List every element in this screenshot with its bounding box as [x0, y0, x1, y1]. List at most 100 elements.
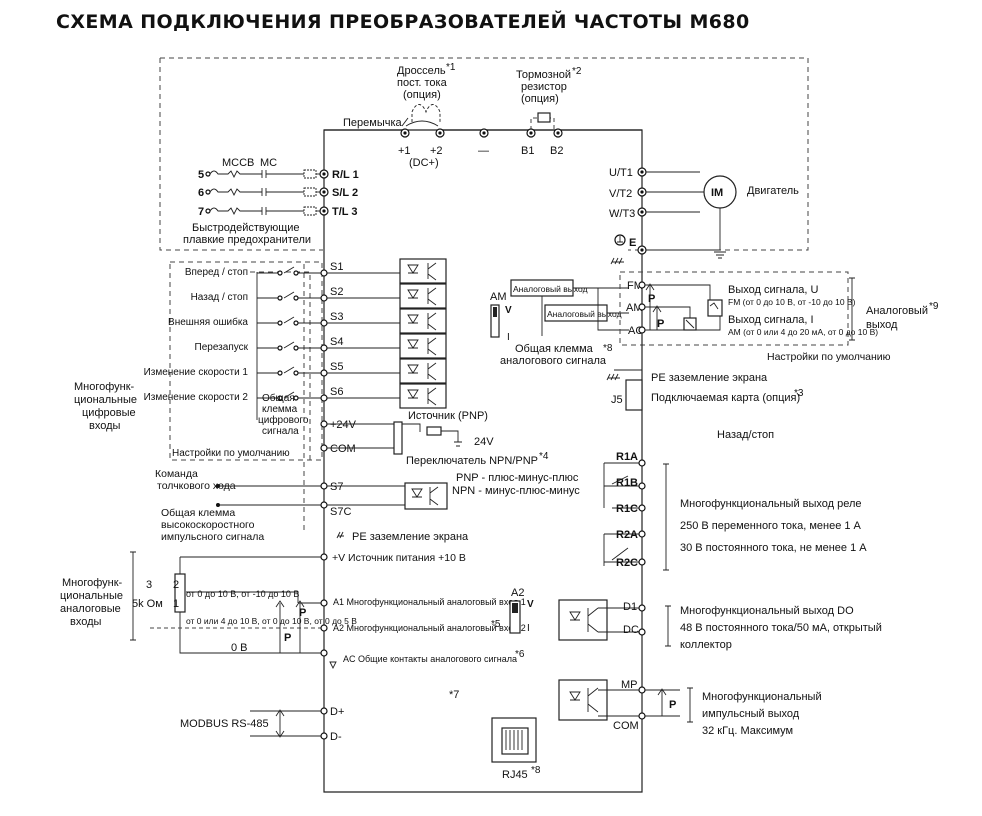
svg-text:P: P — [299, 607, 306, 619]
svg-text:0 В: 0 В — [231, 642, 248, 654]
digital-input-label: Изменение скорости 2 — [144, 392, 249, 403]
svg-text:24V: 24V — [474, 436, 494, 448]
svg-text:J5: J5 — [611, 394, 623, 406]
svg-text:коллектор: коллектор — [680, 639, 732, 651]
svg-text:*8: *8 — [531, 765, 541, 776]
svg-text:выход: выход — [866, 319, 898, 331]
digital-input-label: Вперед / стоп — [185, 267, 248, 278]
svg-text:цифровые: цифровые — [82, 407, 136, 419]
svg-text:циональные: циональные — [60, 590, 123, 602]
pulse-output: MP COM P Многофункциональный импульсный … — [558, 679, 822, 737]
svg-text:Источник (PNP): Источник (PNP) — [408, 410, 488, 422]
digital-input-terminal: S6 — [330, 386, 343, 398]
svg-text:AM: AM — [490, 291, 507, 303]
svg-text:W/T3: W/T3 — [609, 208, 635, 220]
optocoupler-icon — [399, 383, 447, 409]
svg-text:*8: *8 — [603, 343, 613, 354]
svg-text:цифрового: цифрового — [258, 414, 309, 426]
svg-text:3: 3 — [146, 579, 152, 591]
svg-text:(DC+): (DC+) — [409, 157, 439, 169]
svg-text:MODBUS RS-485: MODBUS RS-485 — [180, 718, 269, 730]
svg-text:D1: D1 — [623, 601, 637, 613]
optocoupler-icon — [399, 258, 447, 284]
svg-text:сигнала: сигнала — [262, 426, 299, 437]
relay-outputs: R1A R1B R1C R2A R2C Многофункциональный … — [603, 451, 867, 571]
svg-text:6: 6 — [198, 187, 204, 199]
power-input: MCCB MC 5 R/L 1 6 S/L 2 7 — [183, 157, 359, 246]
svg-text:32 кГц. Максимум: 32 кГц. Максимум — [702, 725, 793, 737]
svg-text:Настройки по умолчанию: Настройки по умолчанию — [172, 448, 290, 459]
svg-text:импульсный выход: импульсный выход — [702, 708, 800, 720]
svg-text:COM: COM — [613, 720, 639, 732]
optocoupler-icon — [399, 358, 447, 384]
svg-text:5: 5 — [198, 169, 204, 181]
svg-text:FM: FM — [627, 280, 643, 292]
svg-text:A2 Многофункциональный аналого: A2 Многофункциональный аналоговый вход 2 — [333, 623, 526, 633]
svg-text:E: E — [629, 237, 636, 249]
svg-text:R1C: R1C — [616, 503, 638, 515]
svg-text:P: P — [657, 318, 664, 330]
svg-text:DC: DC — [623, 624, 639, 636]
svg-text:R1B: R1B — [616, 477, 638, 489]
svg-text:D+: D+ — [330, 706, 344, 718]
svg-text:толчкового хода: толчкового хода — [157, 480, 236, 492]
svg-text:250 В переменного тока, менее: 250 В переменного тока, менее 1 А — [680, 520, 862, 532]
svg-text:*1: *1 — [446, 62, 456, 73]
digital-input-label: Перезапуск — [195, 342, 249, 353]
svg-text:PNP - плюс-минус-плюс: PNP - плюс-минус-плюс — [456, 472, 579, 484]
svg-text:циональные: циональные — [74, 394, 137, 406]
optocoupler-icon — [399, 283, 447, 309]
svg-text:клемма: клемма — [262, 404, 298, 415]
svg-text:Аналоговый выход: Аналоговый выход — [547, 309, 622, 319]
svg-text:FM (от 0 до 10 В, от -10 до 10: FM (от 0 до 10 В, от -10 до 10 В) — [728, 297, 856, 307]
digital-input-label: Назад / стоп — [191, 292, 248, 303]
svg-text:I: I — [527, 623, 530, 634]
svg-text:V: V — [527, 599, 534, 610]
motor-label: Двигатель — [747, 185, 799, 197]
svg-text:*2: *2 — [572, 66, 582, 77]
svg-text:Команда: Команда — [155, 468, 198, 480]
svg-text:пост. тока: пост. тока — [397, 77, 448, 89]
svg-text:RJ45: RJ45 — [502, 769, 528, 781]
svg-text:*6: *6 — [515, 649, 525, 660]
svg-text:от 0 до 10 В, от -10 до 10 В: от 0 до 10 В, от -10 до 10 В — [186, 589, 299, 599]
svg-text:+2: +2 — [430, 145, 443, 157]
svg-text:Перемычка: Перемычка — [343, 117, 403, 129]
svg-text:MP: MP — [621, 679, 638, 691]
svg-text:+24V: +24V — [330, 419, 357, 431]
svg-text:—: — — [478, 145, 489, 157]
svg-text:*7: *7 — [449, 689, 459, 701]
diagram-title: СХЕМА ПОДКЛЮЧЕНИЯ ПРЕОБРАЗОВАТЕЛЕЙ ЧАСТО… — [56, 10, 750, 33]
svg-text:аналогового сигнала: аналогового сигнала — [500, 355, 607, 367]
svg-text:AC Общие контакты аналогового: AC Общие контакты аналогового сигнала — [343, 654, 517, 664]
svg-text:входы: входы — [89, 420, 121, 432]
svg-text:V/T2: V/T2 — [609, 188, 632, 200]
svg-text:Выход сигнала, I: Выход сигнала, I — [728, 314, 814, 326]
svg-text:Назад/стоп: Назад/стоп — [717, 429, 774, 441]
svg-text:B1: B1 — [521, 145, 534, 157]
communication: *7 MODBUS RS-485 D+ D- RJ45 *8 — [180, 689, 541, 781]
svg-text:P: P — [648, 293, 655, 305]
svg-text:Общая: Общая — [262, 392, 295, 404]
svg-text:S/L 2: S/L 2 — [332, 187, 358, 199]
svg-text:R/L 1: R/L 1 — [332, 169, 359, 181]
brake-resistor: Тормозной *2 резистор (опция) — [516, 66, 582, 130]
analog-inputs: Многофунк- циональные аналоговые входы +… — [60, 551, 534, 670]
svg-text:*3: *3 — [794, 388, 804, 399]
svg-text:аналоговые: аналоговые — [60, 603, 121, 615]
svg-text:Многофункциональный выход реле: Многофункциональный выход реле — [680, 498, 862, 510]
svg-text:*4: *4 — [539, 451, 549, 462]
svg-text:Переключатель NPN/PNP: Переключатель NPN/PNP — [406, 455, 538, 467]
svg-text:*5: *5 — [491, 619, 501, 630]
digital-input-label: Внешняя ошибка — [168, 316, 248, 328]
svg-text:Подключаемая карта (опция): Подключаемая карта (опция) — [651, 392, 800, 404]
svg-text:Быстродействующие: Быстродействующие — [192, 222, 300, 234]
motor-output: U/T1 V/T2 W/T3 IM Двигатель E — [609, 167, 799, 265]
svg-text:+1: +1 — [398, 145, 411, 157]
motor-symbol: IM — [711, 187, 723, 199]
svg-text:R1A: R1A — [616, 451, 638, 463]
